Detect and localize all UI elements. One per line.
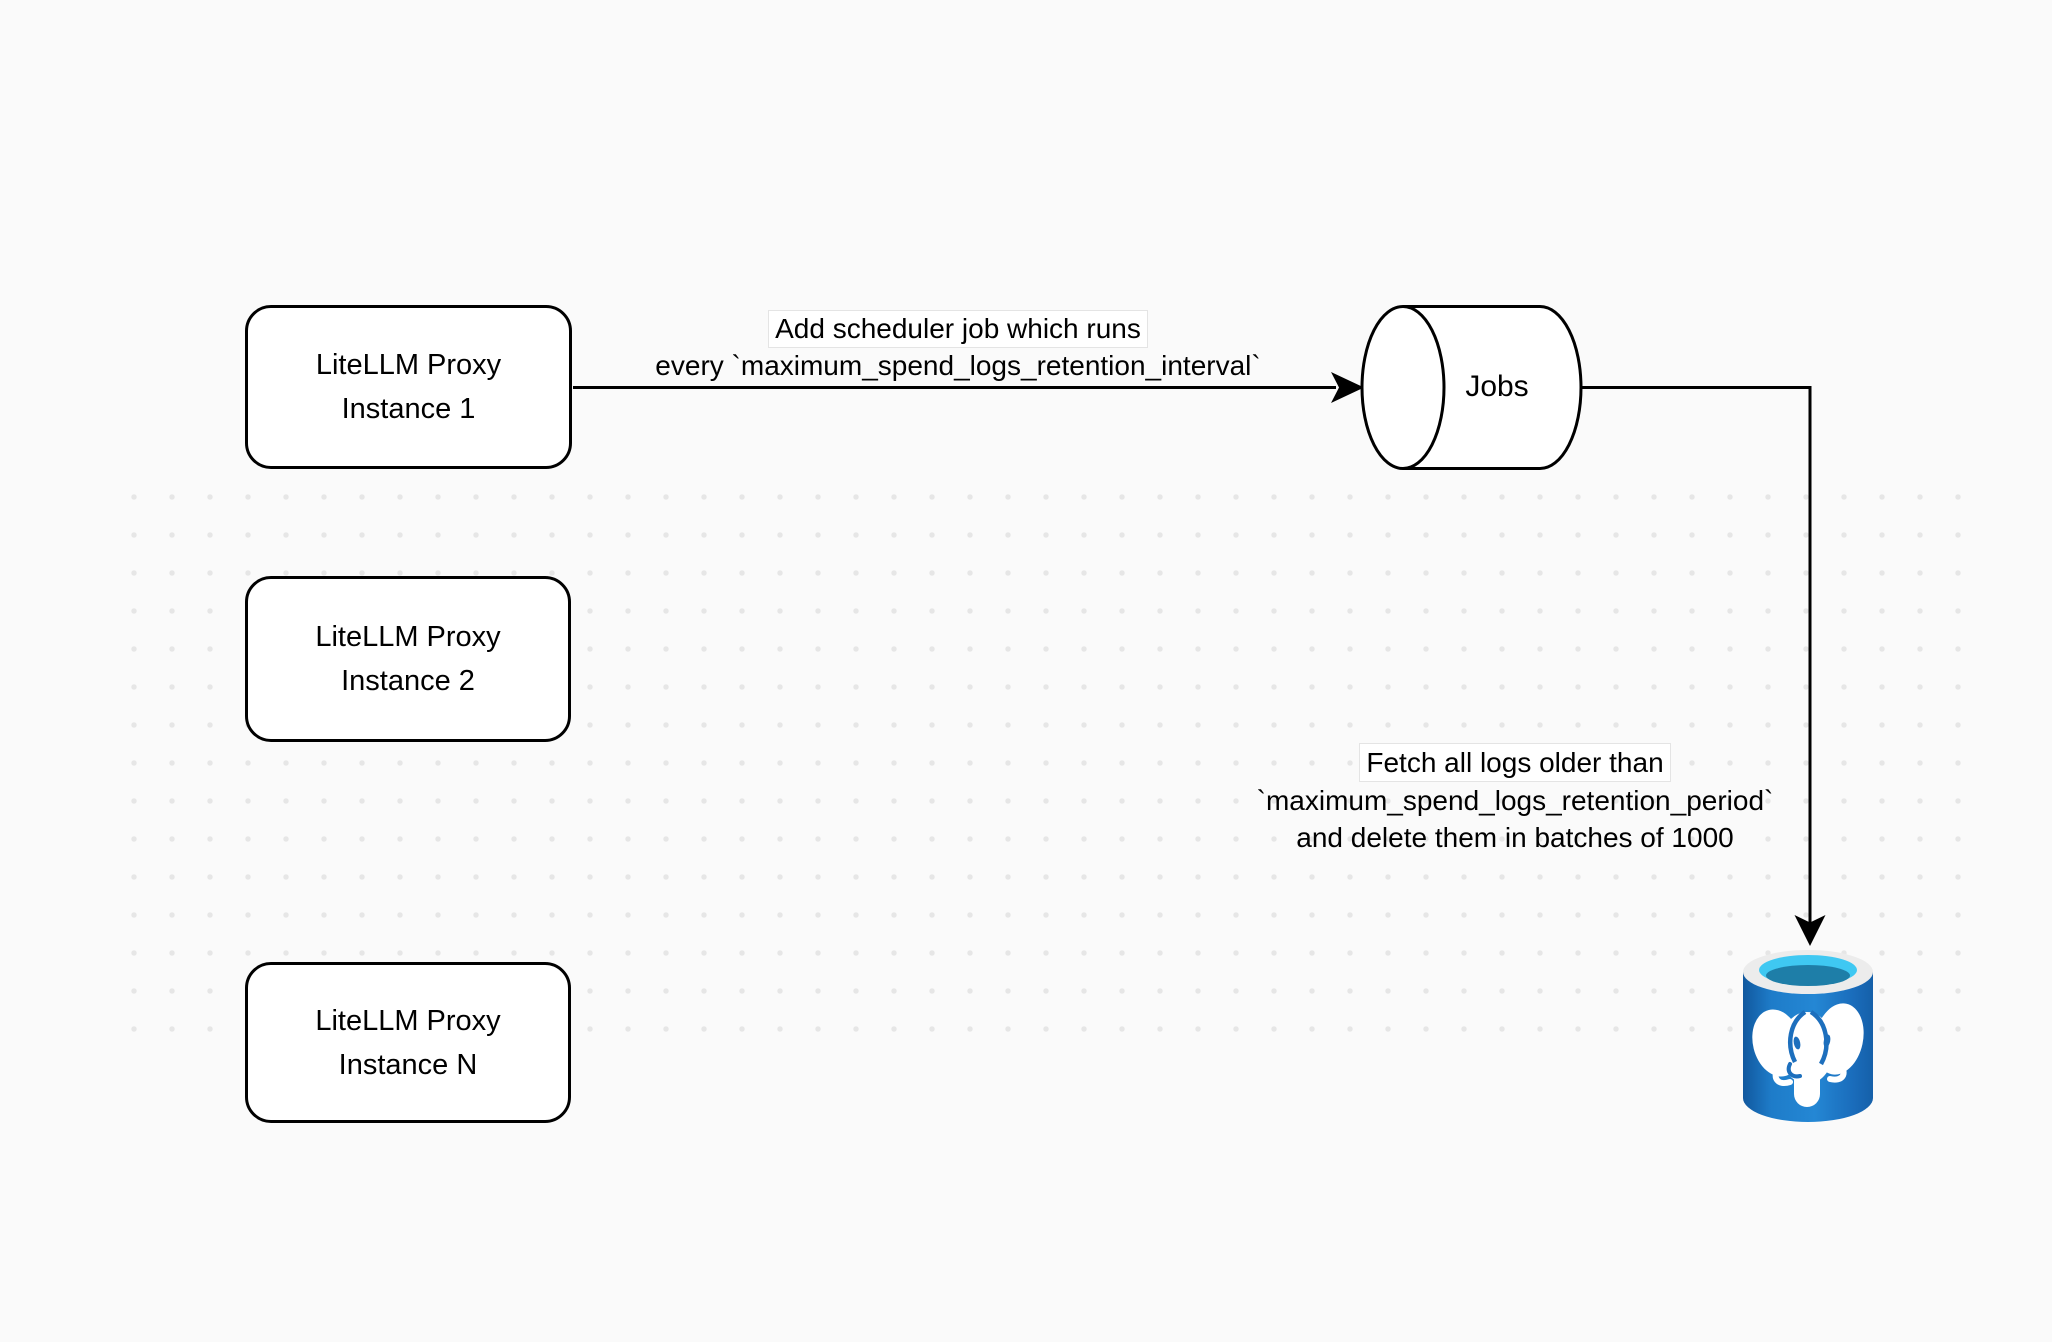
edge-label-line: and delete them in batches of 1000 xyxy=(1296,822,1734,853)
node-label-line2: Instance N xyxy=(338,1048,478,1081)
edge-label-line: every `maximum_spend_logs_retention_inte… xyxy=(655,350,1261,381)
edge-label-scheduler: Add scheduler job which runs every `maxi… xyxy=(598,310,1318,384)
edge-scheduler-arrow xyxy=(573,372,1364,403)
arrowhead-down-icon xyxy=(1794,915,1826,946)
edge-label-line: Add scheduler job which runs xyxy=(768,310,1148,348)
node-label-line2: Instance 1 xyxy=(341,393,476,425)
node-label-line1: LiteLLM Proxy xyxy=(315,621,501,653)
postgres-elephant-icon xyxy=(1752,1003,1864,1107)
jobs-queue-shape xyxy=(1360,305,1583,470)
arrowhead-right-icon xyxy=(1331,372,1364,403)
postgresql-icon xyxy=(1743,950,1873,1122)
node-label-line1: LiteLLM Proxy xyxy=(315,1004,501,1037)
jobs-node-label: Jobs xyxy=(1465,370,1529,403)
postgres-water-dark xyxy=(1766,965,1850,986)
node-label-line2: Instance 2 xyxy=(341,665,475,697)
node-litellm-proxy-instance-1: LiteLLM Proxy Instance 1 xyxy=(245,305,572,469)
node-label-line1: LiteLLM Proxy xyxy=(315,349,502,381)
edge-label-fetch-delete: Fetch all logs older than `maximum_spend… xyxy=(1165,743,1865,856)
node-litellm-proxy-instance-2: LiteLLM Proxy Instance 2 xyxy=(245,576,571,742)
edge-label-line: Fetch all logs older than xyxy=(1359,743,1671,782)
edge-label-line: `maximum_spend_logs_retention_period` xyxy=(1256,785,1774,816)
edge-jobs-to-postgres xyxy=(1581,386,1826,946)
node-litellm-proxy-instance-n: LiteLLM Proxy Instance N xyxy=(245,962,571,1123)
